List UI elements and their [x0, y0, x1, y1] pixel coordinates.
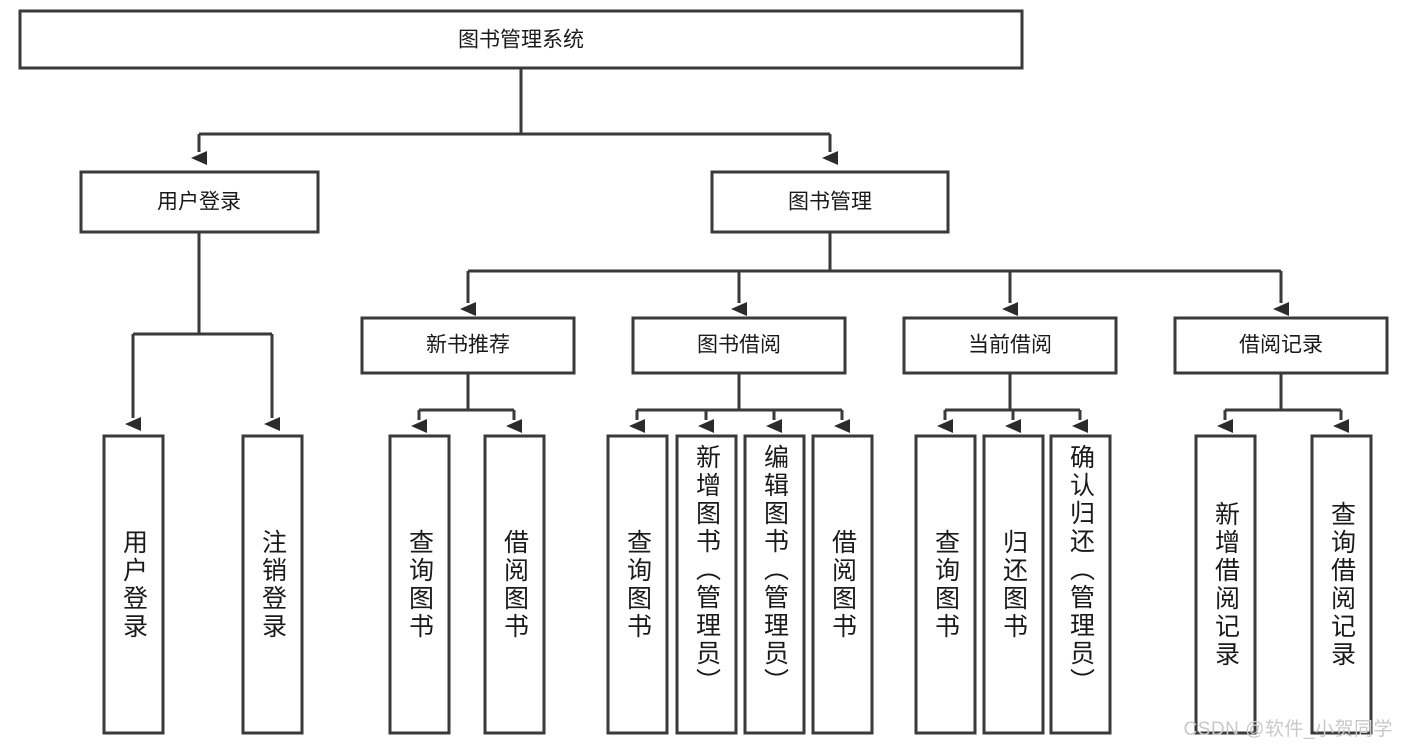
leaf-box-new-books-1[interactable]: [388, 434, 451, 735]
connector-group-book-borrow: [629, 373, 850, 433]
leaf-box-book-borrow-4[interactable]: [811, 434, 874, 735]
leaf-box-current-borrow-1[interactable]: [914, 434, 977, 735]
connector-group-borrow-record: [1217, 373, 1349, 433]
leaf-box-user-login-2[interactable]: [241, 434, 304, 735]
node-book-mgmt[interactable]: 图书管理: [710, 170, 950, 234]
leaf-box-new-books-2[interactable]: [483, 434, 546, 735]
node-book-borrow[interactable]: 图书借阅: [631, 316, 847, 375]
leaf-box-book-borrow-1[interactable]: [606, 434, 669, 735]
node-book-borrow-box[interactable]: [631, 316, 847, 375]
node-root-box[interactable]: [18, 9, 1024, 70]
node-user-login[interactable]: 用户登录: [79, 170, 320, 234]
node-book-mgmt-box[interactable]: [710, 170, 950, 234]
leaf-group-user-login: [102, 434, 304, 735]
node-borrow-record-label: 借阅记录: [1239, 334, 1323, 357]
node-root[interactable]: 图书管理系统: [18, 9, 1024, 70]
node-root-label: 图书管理系统: [458, 29, 584, 52]
node-new-books-box[interactable]: [360, 316, 576, 375]
csdn-watermark: CSDN @软件_小贺同学: [1183, 719, 1393, 740]
node-new-books[interactable]: 新书推荐: [360, 316, 576, 375]
leaf-box-book-borrow-2[interactable]: [675, 434, 738, 735]
node-user-login-label: 用户登录: [157, 191, 241, 214]
node-book-mgmt-label: 图书管理: [788, 191, 872, 214]
node-borrow-record-box[interactable]: [1173, 316, 1389, 375]
leaf-group-new-books: [388, 434, 546, 735]
connector-group-book-mgmt: [460, 232, 1289, 316]
connector-group-root: [191, 68, 838, 165]
leaf-box-borrow-record-1[interactable]: [1194, 434, 1257, 735]
leaf-box-book-borrow-3[interactable]: [743, 434, 806, 735]
leaf-group-borrow-record: [1194, 434, 1373, 735]
node-new-books-label: 新书推荐: [426, 334, 510, 357]
leaf-group-book-borrow: [606, 434, 874, 735]
node-current-borrow-label: 当前借阅: [968, 334, 1052, 357]
leaf-box-borrow-record-2[interactable]: [1310, 434, 1373, 735]
node-borrow-record[interactable]: 借阅记录: [1173, 316, 1389, 375]
leaf-group-current-borrow: [914, 434, 1112, 735]
connector-group-new-books: [411, 373, 522, 433]
node-user-login-box[interactable]: [79, 170, 320, 234]
leaf-box-current-borrow-2[interactable]: [982, 434, 1045, 735]
connector-group-user-login: [125, 232, 280, 431]
node-book-borrow-label: 图书借阅: [697, 334, 781, 357]
node-current-borrow[interactable]: 当前借阅: [902, 316, 1118, 375]
leaf-box-current-borrow-3[interactable]: [1049, 434, 1112, 735]
connector-group-current-borrow: [937, 373, 1088, 433]
leaf-box-user-login-1[interactable]: [102, 434, 165, 735]
node-current-borrow-box[interactable]: [902, 316, 1118, 375]
